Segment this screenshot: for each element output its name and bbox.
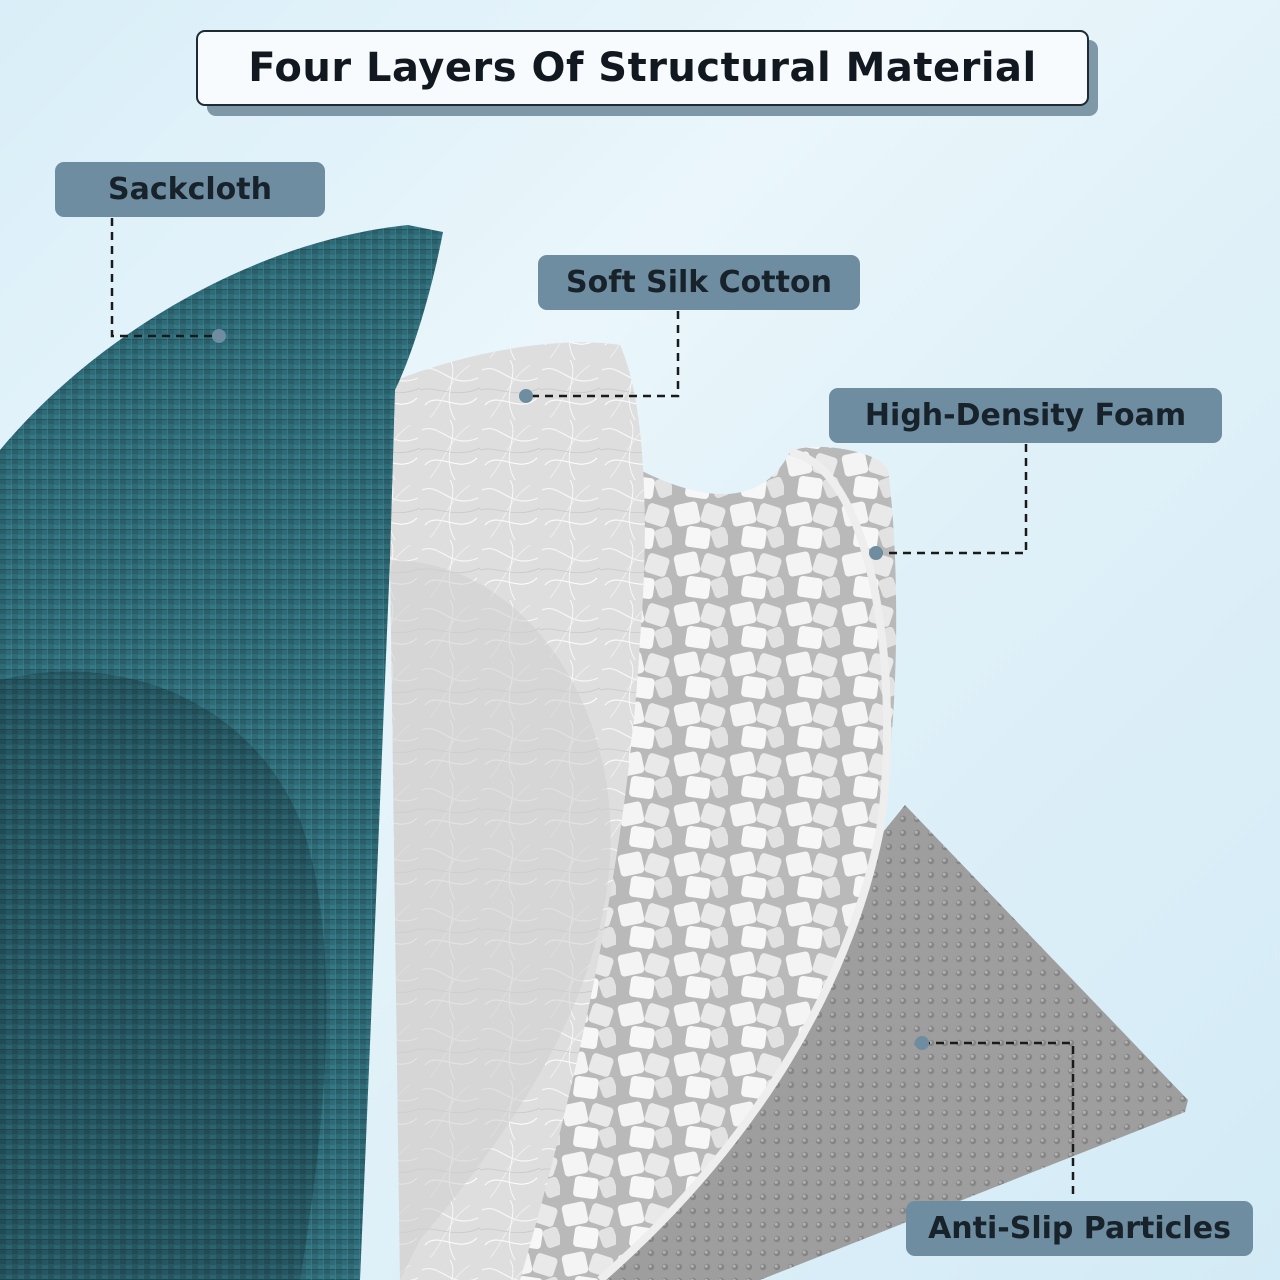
page-title: Four Layers Of Structural Material (248, 45, 1037, 91)
leader-line-anti-slip (922, 1041, 1075, 1200)
label-anti-slip-particles: Anti-Slip Particles (906, 1201, 1253, 1256)
sackcloth-inner-fold (0, 671, 327, 1280)
leader-line-foam (877, 444, 1028, 555)
leader-line-silk (527, 311, 680, 398)
label-high-density-foam: High-Density Foam (829, 388, 1222, 443)
foam-layer (520, 446, 897, 1280)
marker-dot-sackcloth (212, 329, 226, 343)
silk-cotton-shade (390, 560, 611, 1280)
foam-edge (597, 448, 892, 1280)
leader-line-sackcloth (110, 218, 218, 338)
marker-dot-foam (869, 546, 883, 560)
title-box: Four Layers Of Structural Material (196, 30, 1089, 106)
marker-dot-silk (519, 389, 533, 403)
label-sackcloth: Sackcloth (55, 162, 325, 217)
label-soft-silk-cotton: Soft Silk Cotton (538, 255, 860, 310)
marker-dot-anti-slip (915, 1036, 929, 1050)
